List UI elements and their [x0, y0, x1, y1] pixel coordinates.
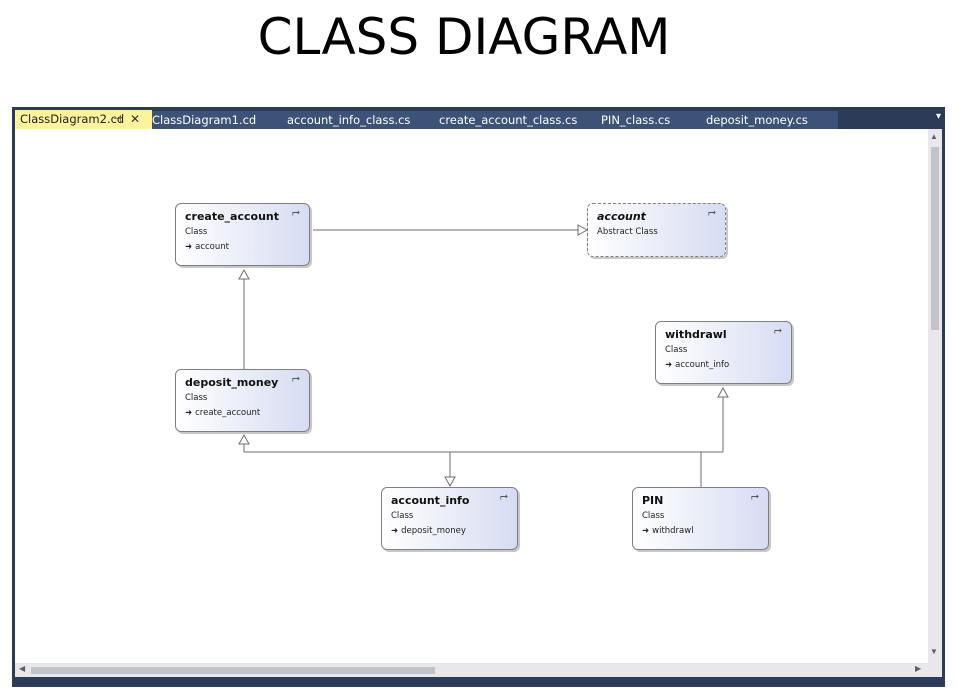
- scroll-up-icon[interactable]: ▲: [930, 132, 938, 141]
- base-class-name: create_account: [195, 408, 261, 418]
- base-class: ➜deposit_money: [391, 526, 466, 536]
- base-class-name: account: [195, 242, 229, 252]
- diagram-canvas[interactable]: create_account ⮣ Class ➜account account …: [15, 129, 928, 677]
- chevron-down-icon[interactable]: ⮣: [774, 325, 782, 336]
- relationship-lines: [238, 224, 729, 488]
- base-class-name: withdrawl: [652, 526, 694, 536]
- class-name: account: [597, 210, 646, 223]
- class-pin[interactable]: PIN ⮣ Class ➜withdrawl: [632, 487, 769, 550]
- chevron-down-icon[interactable]: ⮣: [292, 373, 300, 384]
- vertical-scroll-thumb[interactable]: [931, 147, 939, 330]
- tab-classdiagram1[interactable]: ClassDiagram1.cd: [152, 113, 257, 127]
- class-deposit-money[interactable]: deposit_money ⮣ Class ➜create_account: [175, 369, 310, 432]
- inherit-arrow-icon: ➜: [642, 526, 650, 536]
- close-icon[interactable]: ✕: [130, 112, 141, 126]
- tab-label: ClassDiagram2.cd: [20, 112, 125, 126]
- class-kind: Class: [185, 393, 208, 403]
- scroll-down-icon[interactable]: ▼: [930, 647, 938, 656]
- tab-strip: [149, 111, 838, 129]
- inheritance-arrowhead: [444, 476, 456, 488]
- inherit-arrow-icon: ➜: [391, 526, 399, 536]
- class-account[interactable]: account ⮣ Abstract Class: [587, 203, 726, 257]
- class-kind: Class: [391, 511, 414, 521]
- class-kind: Abstract Class: [597, 227, 658, 237]
- inheritance-arrowhead: [717, 386, 729, 398]
- inherit-arrow-icon: ➜: [185, 242, 193, 252]
- horizontal-scroll-thumb[interactable]: [31, 667, 435, 674]
- scroll-right-icon[interactable]: ▶: [915, 664, 922, 673]
- base-class: ➜account: [185, 242, 229, 252]
- tab-deposit-money[interactable]: deposit_money.cs: [706, 113, 808, 127]
- vertical-scrollbar[interactable]: ▲ ▼: [928, 129, 942, 677]
- class-create-account[interactable]: create_account ⮣ Class ➜account: [175, 203, 310, 266]
- class-account-info[interactable]: account_info ⮣ Class ➜deposit_money: [381, 487, 518, 550]
- base-class-name: deposit_money: [401, 526, 466, 536]
- tab-create-account-class[interactable]: create_account_class.cs: [439, 113, 578, 127]
- class-name: deposit_money: [185, 376, 279, 389]
- class-kind: Class: [642, 511, 665, 521]
- class-name: PIN: [642, 494, 664, 507]
- class-kind: Class: [185, 227, 208, 237]
- tab-pin-class[interactable]: PIN_class.cs: [601, 113, 671, 127]
- inheritance-arrowhead: [238, 433, 250, 445]
- class-name: account_info: [391, 494, 470, 507]
- tab-account-info-class[interactable]: account_info_class.cs: [287, 113, 411, 127]
- base-class: ➜create_account: [185, 408, 260, 418]
- base-class: ➜withdrawl: [642, 526, 694, 536]
- chevron-down-icon[interactable]: ⮣: [751, 491, 759, 502]
- chevron-down-icon[interactable]: ⮣: [292, 207, 300, 218]
- class-name: withdrawl: [665, 328, 727, 341]
- chevron-down-icon[interactable]: ⮣: [708, 207, 716, 218]
- designer-window: ClassDiagram2.cd ⊣ ✕ ClassDiagram1.cd ac…: [12, 107, 945, 687]
- horizontal-scrollbar[interactable]: ◀ ▶: [15, 663, 928, 677]
- inheritance-arrowhead: [238, 268, 250, 280]
- page-title: CLASS DIAGRAM: [257, 8, 671, 66]
- base-class-name: account_info: [675, 360, 730, 370]
- inheritance-arrowhead: [577, 224, 589, 236]
- tab-classdiagram2[interactable]: ClassDiagram2.cd ⊣ ✕: [15, 110, 152, 129]
- class-name: create_account: [185, 210, 279, 223]
- window-bottom-border: [12, 677, 945, 687]
- inherit-arrow-icon: ➜: [185, 408, 193, 418]
- scroll-left-icon[interactable]: ◀: [19, 664, 26, 673]
- base-class: ➜account_info: [665, 360, 729, 370]
- inherit-arrow-icon: ➜: [665, 360, 673, 370]
- chevron-down-icon[interactable]: ⮣: [500, 491, 508, 502]
- pin-icon[interactable]: ⊣: [113, 114, 122, 125]
- class-withdrawl[interactable]: withdrawl ⮣ Class ➜account_info: [655, 321, 792, 384]
- class-kind: Class: [665, 345, 688, 355]
- tab-dropdown-icon[interactable]: ▾: [935, 111, 941, 122]
- tab-bar: ClassDiagram2.cd ⊣ ✕ ClassDiagram1.cd ac…: [12, 107, 945, 129]
